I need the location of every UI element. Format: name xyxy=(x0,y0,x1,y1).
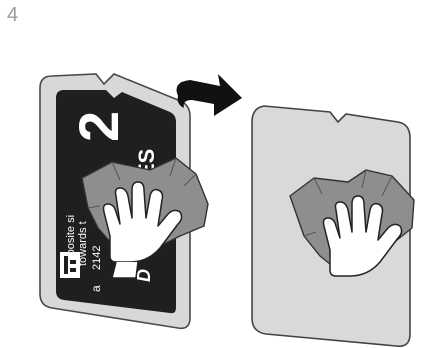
plate-code: 2142 xyxy=(91,246,103,270)
plate-big-number: 2 xyxy=(67,111,130,142)
plate-logo xyxy=(60,252,80,278)
plate-letter: a xyxy=(89,285,103,292)
